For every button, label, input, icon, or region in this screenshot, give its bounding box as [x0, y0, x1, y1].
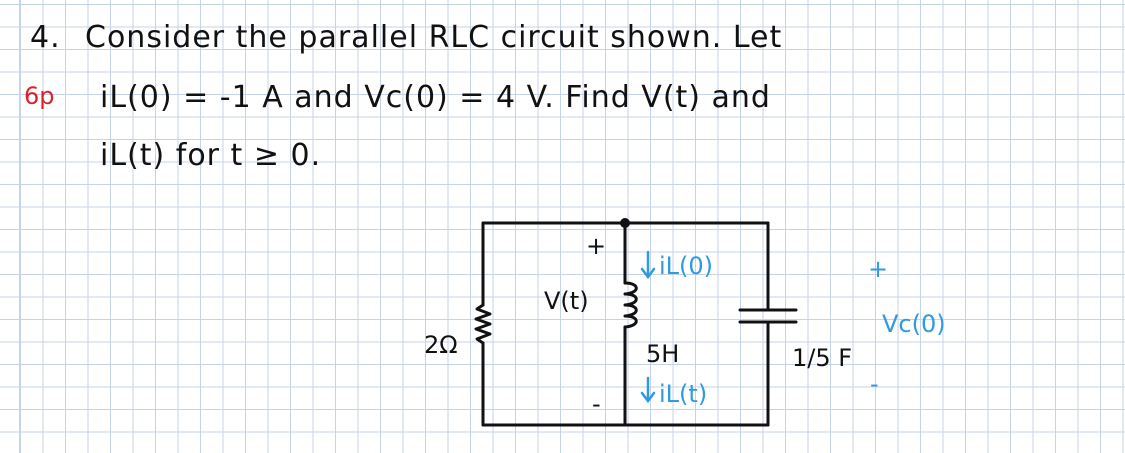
problem-line-3: iL(t) for t ≥ 0.	[100, 138, 322, 173]
vc0-plus-sign: +	[868, 255, 889, 283]
inductor-symbol	[623, 281, 638, 329]
il0-label: iL(0)	[659, 252, 714, 280]
vc0-minus-sign: -	[870, 370, 879, 398]
capacitor-label: 1/5 F	[792, 344, 853, 372]
voltage-plus-sign: +	[586, 232, 607, 260]
problem-line-1: Consider the parallel RLC circuit shown.…	[85, 20, 783, 55]
top-node-dot	[620, 218, 630, 228]
problem-number: 4.	[30, 20, 61, 55]
resistor-symbol	[474, 303, 492, 345]
voltage-label: V(t)	[544, 287, 589, 315]
il0-arrow-head	[640, 267, 656, 280]
resistor-label: 2Ω	[424, 331, 458, 359]
ilt-label: iL(t)	[659, 380, 708, 408]
points-annotation: 6p	[24, 82, 55, 110]
vc0-label: Vc(0)	[882, 310, 946, 338]
notebook-margin-line	[19, 0, 21, 453]
inductor-label: 5H	[646, 340, 680, 368]
voltage-minus-sign: -	[592, 390, 601, 418]
ilt-arrow-head	[640, 391, 656, 404]
problem-line-2: iL(0) = -1 A and Vc(0) = 4 V. Find V(t) …	[100, 80, 771, 115]
